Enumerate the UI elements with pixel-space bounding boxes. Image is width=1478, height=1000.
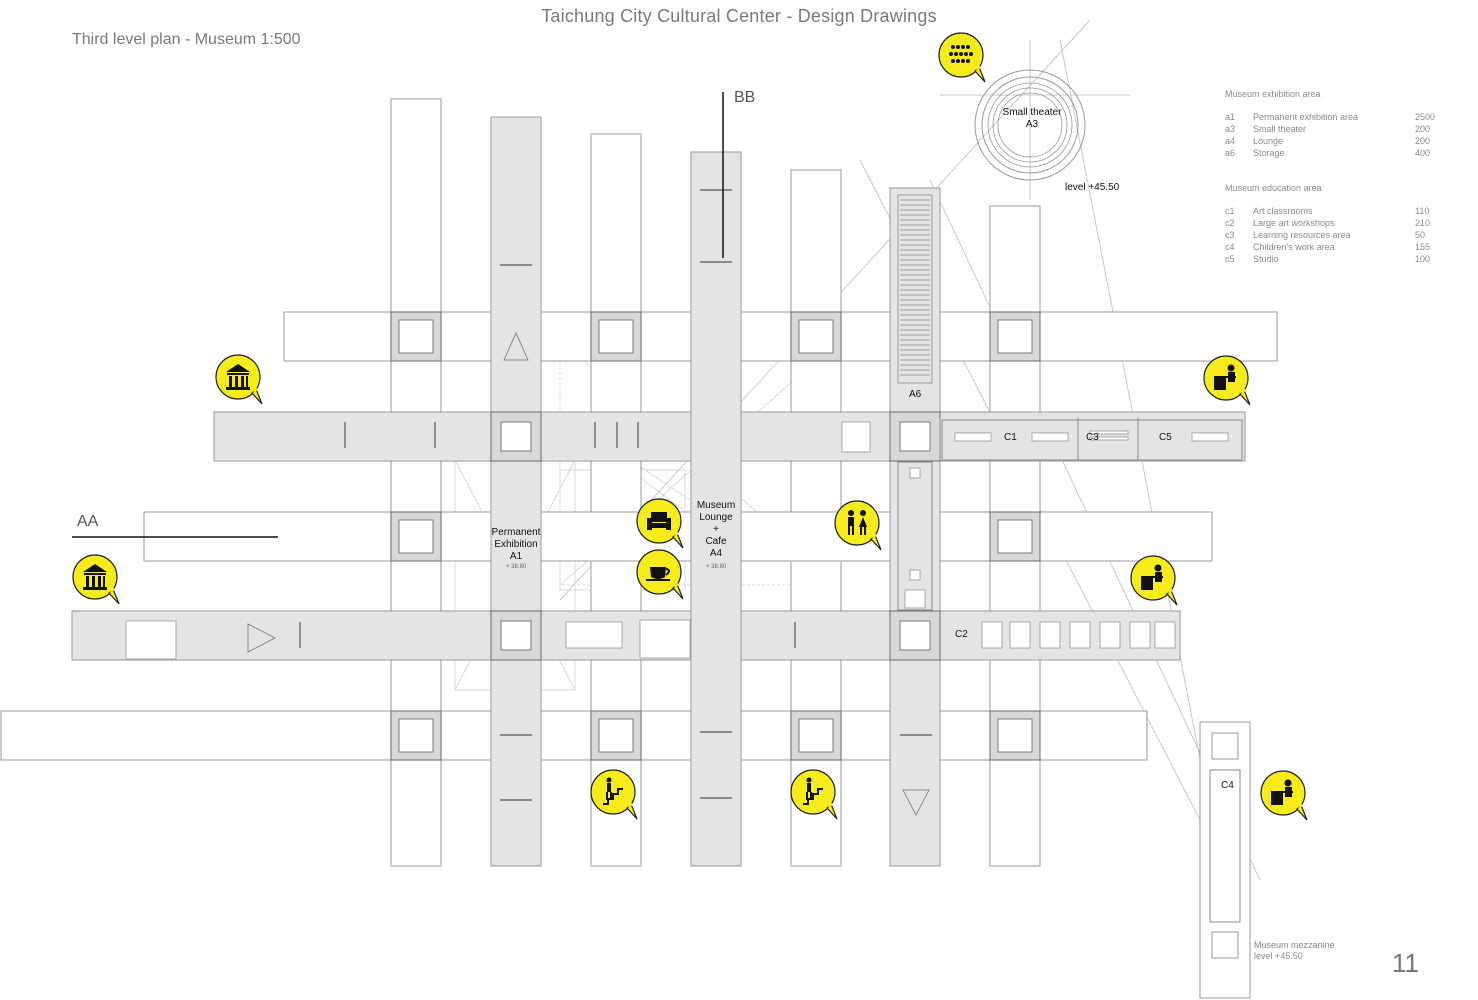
legend-area: 210 bbox=[1415, 218, 1431, 228]
legend-row: a1 Permanent exhibition area 2500 bbox=[1225, 111, 1445, 123]
section-lines bbox=[72, 92, 724, 538]
legend-area: 2500 bbox=[1415, 112, 1436, 122]
legend-name: Learning resources area bbox=[1253, 230, 1351, 240]
legend-row: a3 Small theater 200 bbox=[1225, 123, 1445, 135]
level-a1: + 38.80 bbox=[506, 564, 527, 570]
small-theater-label: Small theater A3 bbox=[997, 107, 1067, 131]
c-wing-rooms bbox=[897, 418, 1243, 611]
section-bb-label: BB bbox=[734, 89, 756, 106]
legend-name: Art classrooms bbox=[1253, 206, 1313, 216]
lounge-line3: + bbox=[713, 524, 719, 535]
room-c3-label: C3 bbox=[1086, 432, 1099, 443]
legend-code: a3 bbox=[1225, 124, 1236, 134]
legend-name: Permanent exhibition area bbox=[1253, 112, 1359, 122]
legend-area: 200 bbox=[1415, 136, 1431, 146]
small-theater-rings bbox=[974, 69, 1086, 181]
legend-name: Lounge bbox=[1253, 136, 1284, 146]
legend-area: 110 bbox=[1415, 206, 1430, 216]
museum-lounge-label: Museum Lounge + Cafe A4 bbox=[686, 500, 746, 560]
furniture bbox=[125, 421, 1229, 660]
mezzanine-strip bbox=[1199, 721, 1251, 999]
page-number: 11 bbox=[1392, 948, 1419, 978]
lounge-code: A4 bbox=[709, 548, 723, 559]
legend-name: Large art workshops bbox=[1253, 218, 1335, 228]
legend-code: a6 bbox=[1225, 148, 1236, 158]
section-aa-label: AA bbox=[77, 513, 99, 530]
small-theater-code: A3 bbox=[1025, 119, 1039, 130]
legend-name: Storage bbox=[1253, 148, 1285, 158]
legend-row: a6 Storage 400 bbox=[1225, 147, 1445, 159]
small-theater-name: Small theater bbox=[1002, 107, 1062, 118]
legend-exhibition-list: a1 Permanent exhibition area 2500 a3 Small t… bbox=[1225, 111, 1445, 159]
permanent-exhibition-line2: Exhibition bbox=[494, 539, 538, 550]
legend-name: Studio bbox=[1253, 254, 1279, 264]
legend-row: c4 Children's work area 155 bbox=[1225, 241, 1445, 253]
legend-education-title: Museum education area bbox=[1225, 183, 1322, 193]
wall-ticks bbox=[299, 189, 932, 801]
legend-code: c2 bbox=[1225, 218, 1235, 228]
legend-row: c5 Studio 100 bbox=[1225, 253, 1445, 265]
legend-row: c2 Large art workshops 210 bbox=[1225, 217, 1445, 229]
drawing-title: Taichung City Cultural Center - Design D… bbox=[541, 6, 937, 26]
area-legend: Museum exhibition area a1 Permanent exhib… bbox=[1225, 89, 1445, 265]
legend-area: 155 bbox=[1415, 242, 1431, 252]
stair-cores bbox=[390, 311, 1041, 761]
legend-area: 50 bbox=[1415, 230, 1426, 240]
mezzanine-line1: Museum mezzanine bbox=[1254, 940, 1335, 950]
legend-area: 100 bbox=[1415, 254, 1431, 264]
legend-education-list: c1 Art classrooms 110 c2 Large art workshops… bbox=[1225, 205, 1445, 265]
mezzanine-line2: level +45.50 bbox=[1254, 951, 1303, 961]
legend-row: c1 Art classrooms 110 bbox=[1225, 205, 1445, 217]
room-c1-label: C1 bbox=[1004, 432, 1017, 443]
level-a4: + 38.80 bbox=[706, 564, 727, 570]
legend-area: 200 bbox=[1415, 124, 1431, 134]
lounge-line2: Lounge bbox=[699, 512, 733, 523]
plan-subtitle: Third level plan - Museum 1:500 bbox=[72, 31, 301, 48]
legend-name: Small theater bbox=[1253, 124, 1307, 134]
projection-triangles bbox=[247, 331, 930, 817]
legend-area: 400 bbox=[1415, 148, 1431, 158]
legend-code: c5 bbox=[1225, 254, 1235, 264]
lounge-line1: Museum bbox=[696, 500, 736, 511]
theater-level-label: level +45.50 bbox=[1065, 182, 1120, 193]
legend-code: c1 bbox=[1225, 206, 1235, 216]
lounge-line4: Cafe bbox=[705, 536, 727, 547]
permanent-exhibition-code: A1 bbox=[509, 551, 523, 562]
legend-row: a4 Lounge 200 bbox=[1225, 135, 1445, 147]
legend-code: c3 bbox=[1225, 230, 1235, 240]
legend-name: Children's work area bbox=[1253, 242, 1335, 252]
permanent-exhibition-line1: Permanent bbox=[491, 527, 541, 538]
mezzanine-note: Museum mezzanine level +45.50 bbox=[1254, 940, 1335, 962]
legend-code: a1 bbox=[1225, 112, 1236, 122]
legend-exhibition-title: Museum exhibition area bbox=[1225, 89, 1321, 99]
permanent-exhibition-label: Permanent Exhibition A1 bbox=[486, 527, 546, 563]
room-a6-label: A6 bbox=[909, 389, 922, 400]
room-c4-label: C4 bbox=[1221, 780, 1234, 791]
room-c5-label: C5 bbox=[1159, 432, 1172, 443]
legend-code: a4 bbox=[1225, 136, 1236, 146]
room-c2-label: C2 bbox=[955, 629, 968, 640]
legend-code: c4 bbox=[1225, 242, 1235, 252]
a6-shelving bbox=[897, 194, 933, 384]
legend-row: c3 Learning resources area 50 bbox=[1225, 229, 1445, 241]
